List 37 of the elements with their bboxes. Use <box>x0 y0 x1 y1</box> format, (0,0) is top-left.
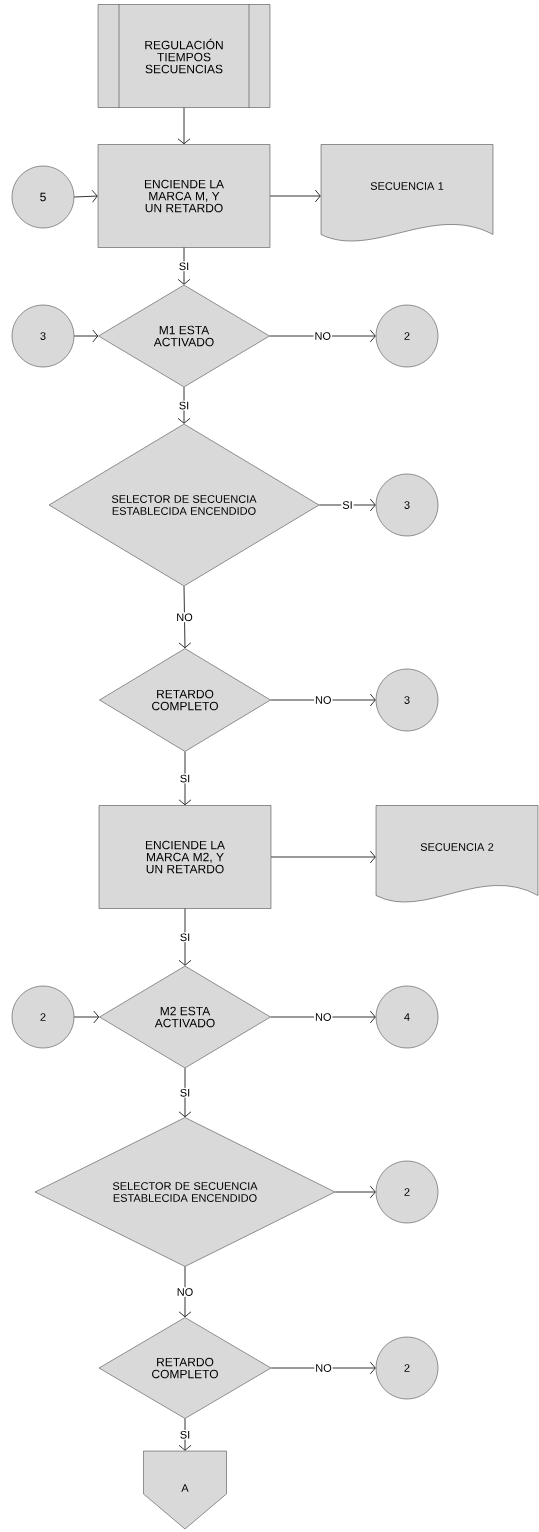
edge-label: SI <box>177 400 191 411</box>
arrow <box>177 107 191 145</box>
arrow <box>334 1185 376 1199</box>
arrow <box>178 908 192 966</box>
arrow <box>269 329 376 343</box>
edge-label: SI <box>178 932 192 943</box>
edge-label: SI <box>178 1429 192 1440</box>
process-box: ENCIENDE LA MARCA M2, Y UN RETARDO <box>98 805 272 909</box>
edge-label: SI <box>178 773 192 784</box>
edge-label: SI <box>177 261 191 272</box>
edge-label: NO <box>175 1287 195 1297</box>
edge-label: NO <box>314 1363 333 1373</box>
edge-label: NO <box>313 331 332 341</box>
edge-label: NO <box>175 612 194 623</box>
edge-label: SI <box>178 1087 192 1098</box>
arrow <box>270 1361 376 1375</box>
arrow <box>178 751 192 806</box>
arrow <box>178 585 192 649</box>
arrow <box>270 850 376 864</box>
arrow <box>177 386 191 424</box>
predefined-process-box: REGULACIÓN TIEMPOS SECUENCIAS <box>97 4 271 108</box>
arrow <box>73 189 98 203</box>
arrow <box>178 1266 192 1318</box>
off-page-connector: A <box>143 1450 227 1530</box>
arrow <box>270 1010 376 1024</box>
edge-label: NO <box>314 1012 333 1022</box>
arrow <box>269 189 321 203</box>
edge-label: NO <box>314 695 333 705</box>
arrow <box>318 498 376 512</box>
arrow <box>178 1067 192 1118</box>
arrow <box>73 1010 100 1024</box>
arrow <box>270 693 376 707</box>
arrow <box>178 1418 192 1451</box>
arrow <box>177 247 191 285</box>
arrow <box>73 329 99 343</box>
process-box: ENCIENDE LA MARCA M, Y UN RETARDO <box>97 144 271 248</box>
edge-label: SI <box>341 500 354 510</box>
